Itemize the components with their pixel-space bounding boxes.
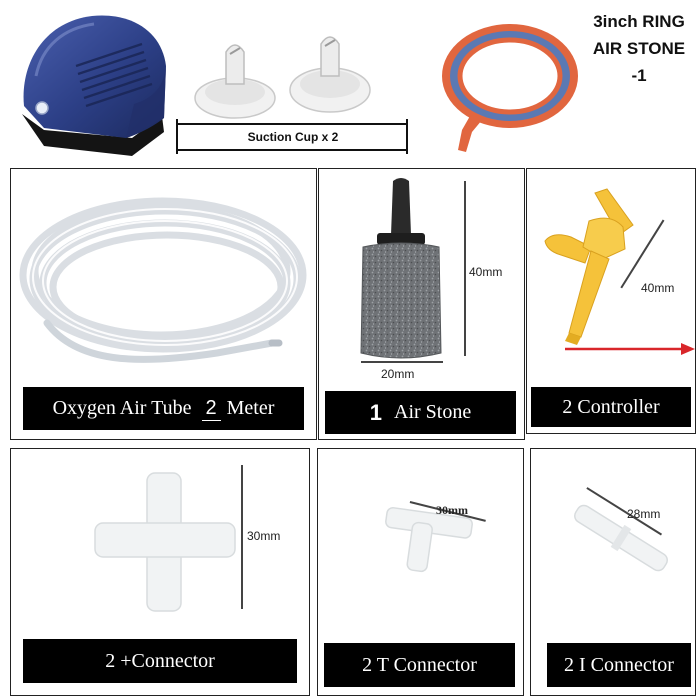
tee-connector-caption: 2 T Connector [324, 643, 515, 687]
cross-connector-dim: 30mm [247, 529, 281, 543]
suction-cup-2 [289, 36, 371, 113]
air-stone-image [341, 175, 471, 375]
air-stone-cell: 40mm 20mm 1 Air Stone [318, 168, 525, 440]
air-tube-coil-image [17, 193, 312, 373]
ring-title-line-3: -1 [631, 66, 647, 85]
air-stone-caption-text: Air Stone [394, 401, 472, 423]
straight-connector-caption: 2 I Connector [547, 643, 691, 687]
suction-cups-image [180, 26, 410, 126]
ring-air-stone-title: 3inch RING AIR STONE -1 [578, 8, 700, 89]
straight-connector-cell: 28mm 2 I Connector [530, 448, 696, 696]
cross-connector-caption: 2 +Connector [23, 639, 297, 683]
air-stone-caption-number: 1 [369, 399, 383, 425]
cross-connector-cell: 30mm 2 +Connector [10, 448, 310, 696]
ring-air-stone-image [432, 12, 582, 162]
air-tube-caption: Oxygen Air Tube 2 Meter [23, 387, 304, 430]
air-tube-caption-prefix: Oxygen Air Tube [52, 397, 192, 419]
tee-connector-dim: 30mm [436, 503, 468, 517]
air-tube-cell: Oxygen Air Tube 2 Meter [10, 168, 317, 440]
suction-cup-1 [194, 44, 276, 119]
straight-connector-dim: 28mm [627, 507, 661, 521]
air-stone-width-dim-line [361, 361, 443, 363]
tee-connector-cell: 30mm 2 T Connector [317, 448, 524, 696]
controller-valve-image [537, 187, 647, 347]
controller-direction-arrow [565, 341, 697, 357]
tee-connector-image [380, 505, 480, 575]
ring-title-line-1: 3inch RING [593, 12, 685, 31]
suction-cup-label: Suction Cup x 2 [247, 130, 339, 144]
cross-connector-dim-line [241, 465, 243, 609]
straight-connector-image [567, 499, 677, 579]
air-stone-height-dim: 40mm [469, 265, 503, 279]
air-tube-caption-number: 2 [201, 397, 221, 421]
air-tube-caption-suffix: Meter [226, 397, 275, 419]
ring-title-line-2: AIR STONE [592, 39, 686, 58]
air-stone-width-dim: 20mm [381, 367, 415, 381]
controller-cell: 40mm 2 Controller [526, 168, 696, 434]
cross-connector-image [91, 469, 241, 619]
air-stone-caption: 1 Air Stone [325, 391, 516, 434]
air-stone-height-dim-line [464, 181, 466, 356]
controller-caption: 2 Controller [531, 387, 691, 427]
air-pump-image [14, 6, 174, 156]
controller-length-dim: 40mm [641, 281, 675, 295]
